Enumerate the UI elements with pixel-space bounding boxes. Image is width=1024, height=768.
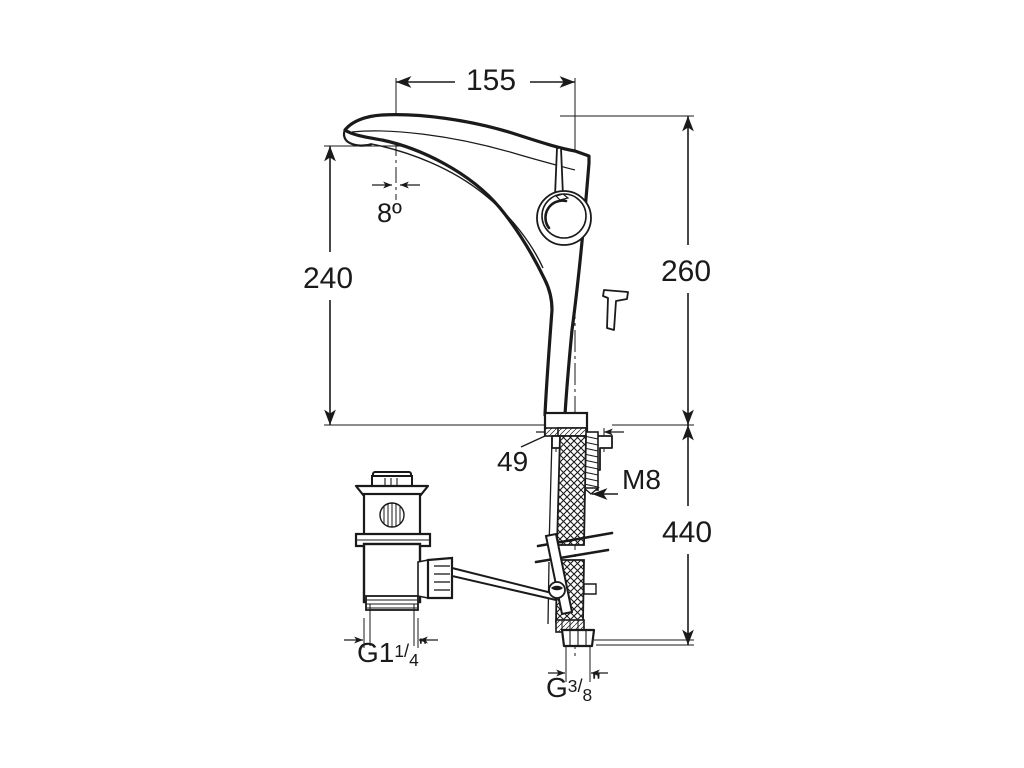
- dimension-label-supply-thread: G3/8": [546, 668, 601, 705]
- dimension-label-260: 260: [661, 255, 712, 288]
- lift-rod-clamp: [548, 581, 566, 599]
- dimension-label-49: 49: [497, 446, 529, 477]
- waste-thread-whole: G1: [357, 637, 395, 668]
- waste-lift-rod: [451, 532, 574, 616]
- supply-thread-whole: G: [546, 672, 568, 703]
- dimension-label-240: 240: [303, 262, 354, 295]
- supply-thread-denominator: 8: [582, 684, 593, 705]
- dimension-label-waste-thread: G11/4": [357, 633, 428, 670]
- dimension-label-m8: M8: [622, 464, 661, 495]
- tap-body-with-curved-spout: [342, 113, 591, 417]
- waste-witness-lines: [369, 604, 694, 646]
- hose-connection-nut: [560, 628, 596, 648]
- waste-thread-inch-mark: ": [418, 633, 428, 661]
- dimension-label-angle: 8º: [377, 198, 402, 228]
- waste-thread-denominator: 4: [409, 649, 419, 670]
- dimension-label-155: 155: [466, 64, 517, 97]
- side-lever-tab[interactable]: [602, 289, 629, 331]
- lever-handle-ring[interactable]: [536, 147, 592, 246]
- waste-thread-numerator: 1: [394, 640, 405, 661]
- supply-thread-inch-mark: ": [592, 668, 601, 696]
- pop-up-waste-body: [354, 471, 454, 611]
- dimension-label-440: 440: [662, 516, 713, 549]
- supply-thread-numerator: 3: [567, 675, 578, 696]
